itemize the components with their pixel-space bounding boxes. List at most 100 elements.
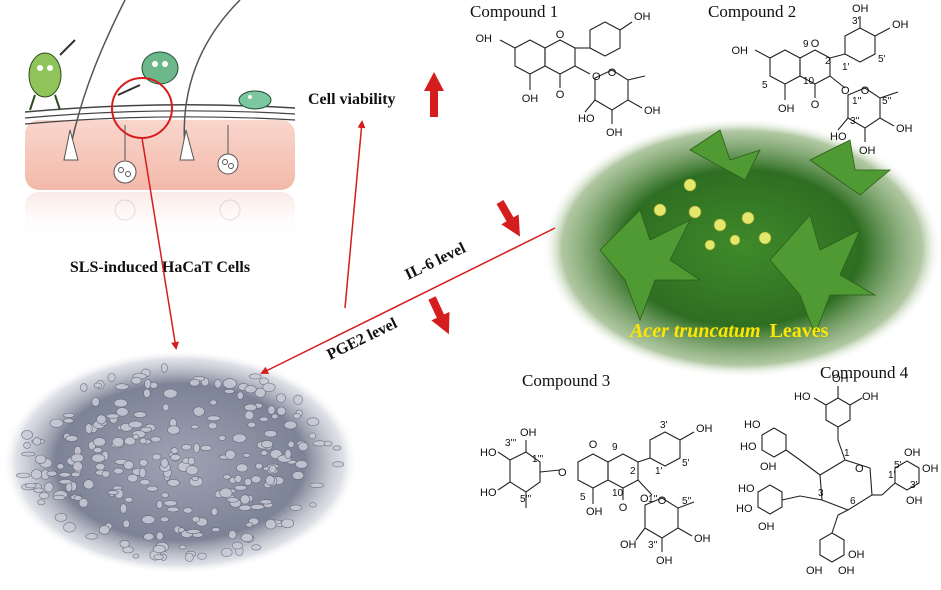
svg-text:5': 5' [894, 460, 902, 471]
svg-text:OH: OH [922, 463, 939, 475]
cell-texture [54, 513, 68, 522]
cell-texture [276, 393, 286, 403]
arrow-skin-to-cells [141, 137, 179, 350]
cell-texture [251, 544, 262, 551]
cell-texture [292, 413, 301, 420]
svg-text:HO: HO [738, 483, 755, 495]
svg-text:5'': 5'' [882, 96, 891, 107]
cell-texture [132, 553, 140, 559]
cell-texture [139, 437, 147, 445]
cell-texture [309, 482, 325, 488]
cell-texture [124, 436, 137, 446]
svg-text:OH: OH [732, 45, 749, 57]
cell-texture [101, 470, 111, 478]
svg-text:2: 2 [630, 466, 636, 477]
cell-texture [91, 453, 105, 463]
cell-texture [35, 454, 47, 464]
cell-texture [260, 450, 268, 456]
cell-texture [163, 500, 178, 507]
cell-texture [146, 485, 159, 492]
svg-text:3': 3' [852, 16, 860, 27]
cell-texture [170, 447, 179, 454]
cell-texture [153, 554, 164, 560]
cell-texture [250, 503, 265, 510]
svg-text:OH: OH [806, 565, 823, 577]
svg-text:OH: OH [778, 103, 795, 115]
svg-text:HO: HO [794, 391, 811, 403]
svg-text:O: O [592, 71, 601, 83]
cell-texture [261, 440, 274, 449]
cell-texture [119, 503, 128, 514]
cell-texture [114, 383, 129, 391]
cell-texture [298, 442, 309, 452]
cell-texture [332, 445, 342, 451]
pge2-level-label: PGE2 level [324, 315, 400, 364]
cell-texture [293, 394, 303, 405]
cell-texture [113, 467, 124, 475]
cell-texture [324, 440, 333, 447]
cell-texture [63, 412, 75, 418]
svg-text:3': 3' [660, 420, 668, 431]
cell-texture [243, 478, 252, 486]
cell-texture [160, 363, 168, 373]
cell-texture [116, 407, 129, 417]
svg-text:1: 1 [844, 448, 850, 459]
cell-texture [65, 482, 73, 493]
cell-texture [113, 398, 128, 408]
cell-texture [98, 525, 110, 535]
cell-texture [63, 418, 74, 424]
svg-text:OH: OH [696, 423, 713, 435]
arrow-cells-to-viability [344, 120, 366, 309]
svg-text:OH: OH [906, 495, 923, 507]
cell-texture [91, 397, 100, 407]
cell-texture [49, 418, 64, 428]
cell-texture [211, 527, 221, 533]
svg-text:OH: OH [694, 533, 711, 545]
svg-text:3'': 3'' [648, 540, 657, 551]
svg-text:OH: OH [848, 549, 865, 561]
cell-texture [236, 463, 249, 473]
svg-text:5'': 5'' [682, 496, 691, 507]
cell-texture [255, 462, 263, 470]
cell-texture [265, 475, 275, 486]
cell-texture [185, 552, 194, 562]
cell-texture [292, 471, 305, 480]
cell-texture [247, 421, 256, 428]
cell-texture [141, 515, 156, 525]
svg-text:6: 6 [850, 496, 856, 507]
compound3-structure: OH HO HO O O O OH OH O O OH OH OH 92 105… [480, 420, 713, 567]
cell-texture [170, 453, 181, 461]
svg-text:HO: HO [480, 447, 497, 459]
cell-texture [295, 460, 308, 469]
leaves-label: Acer truncatum Leaves [628, 320, 829, 342]
cell-texture [143, 388, 151, 398]
compound1-structure: OH OH O O OH O O HO OH OH [476, 11, 661, 139]
cell-texture [92, 447, 103, 454]
svg-text:9: 9 [612, 442, 618, 453]
cell-texture [249, 373, 262, 380]
cell-texture [268, 465, 277, 473]
cell-texture [70, 453, 84, 463]
cell-texture [156, 500, 163, 509]
svg-text:1': 1' [888, 470, 896, 481]
cell-texture [283, 420, 297, 430]
cell-texture [309, 502, 317, 508]
cell-texture [150, 436, 161, 443]
cell-texture [223, 388, 235, 394]
svg-text:3: 3 [818, 488, 824, 499]
cell-texture [107, 490, 119, 495]
cell-texture [214, 379, 222, 389]
cell-texture [80, 383, 88, 392]
svg-text:OH: OH [634, 11, 651, 23]
cell-texture [182, 507, 193, 514]
svg-text:OH: OH [862, 391, 879, 403]
cell-texture [232, 433, 247, 443]
cell-texture [152, 453, 162, 461]
svg-text:HO: HO [744, 419, 761, 431]
cell-texture [33, 487, 44, 493]
cell-texture [193, 442, 200, 454]
cell-viability-label: Cell viability [308, 91, 396, 108]
bacteria-figure-right [238, 90, 272, 110]
cell-texture [21, 451, 36, 457]
